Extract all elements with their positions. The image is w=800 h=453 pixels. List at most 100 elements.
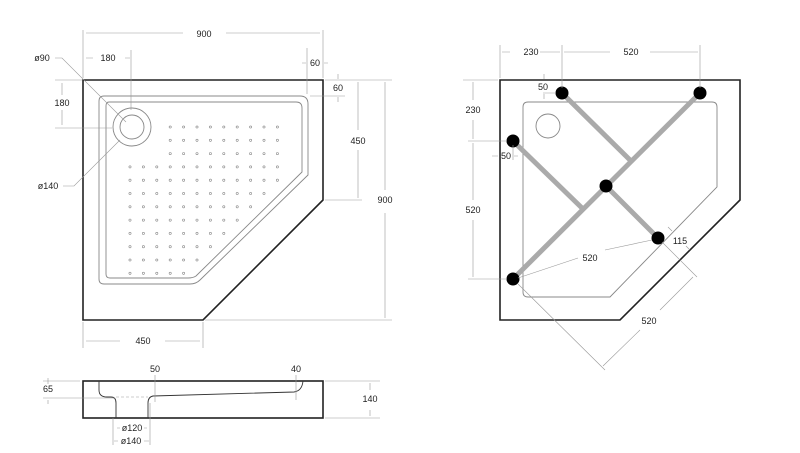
foot [506,134,520,148]
dim-rim-y: 60 [333,83,343,93]
anti-slip-dot [182,165,186,169]
anti-slip-dot [275,165,279,169]
anti-slip-dot [155,165,159,169]
dim-drain-inner: ø90 [34,53,50,63]
anti-slip-dot [222,231,226,235]
anti-slip-dot [141,218,145,222]
dim-drain-y: 180 [54,98,69,108]
anti-slip-dot [222,205,226,209]
drain-circle [535,113,561,139]
anti-slip-dot [262,192,266,195]
dim-65: 65 [43,384,53,394]
anti-slip-dot [128,271,132,275]
top-view: 900 180 180 60 60 450 900 450 ø90 ø140 [34,29,393,348]
anti-slip-dot [208,192,212,195]
drain-inner [119,114,145,140]
dim-diag: 520 [582,253,597,263]
dim-top-left: 230 [523,47,538,57]
frame-view: 230 520 230 520 50 50 520 115 520 [463,45,741,371]
anti-slip-dot [168,192,172,195]
anti-slip-dot [235,125,239,129]
anti-slip-dot [222,178,226,182]
foot [651,231,665,245]
anti-slip-dot [128,245,132,249]
dim-d120: ø120 [122,423,143,433]
anti-slip-dot [275,138,279,142]
frame-bar [560,91,632,162]
anti-slip-dot [128,192,132,195]
anti-slip-dots [128,125,279,275]
dim-50: 50 [150,364,160,374]
anti-slip-dot [222,192,226,195]
anti-slip-dot [155,192,159,195]
dim-140: 140 [362,394,377,404]
anti-slip-dot [141,271,145,275]
anti-slip-dot [249,178,253,182]
anti-slip-dot [235,165,239,169]
dim-side-right: 450 [350,136,365,146]
anti-slip-dot [168,231,172,235]
dim-bottom-diag: 520 [641,316,656,326]
anti-slip-dot [141,165,145,169]
dim-left-span: 520 [465,205,480,215]
frame-bar [604,184,660,240]
anti-slip-dot [155,258,159,262]
dim-foot-offset-top: 50 [538,82,548,92]
dim-foot-offset-left: 50 [501,151,511,161]
side-view: 65 50 40 140 ø120 ø140 [43,364,380,446]
anti-slip-dot [249,165,253,169]
dim-height: 900 [377,195,392,205]
anti-slip-dot [182,192,186,195]
drain-outer [112,107,152,147]
dim-drain-outer: ø140 [38,181,59,191]
anti-slip-dot [208,152,212,156]
anti-slip-dot [168,178,172,182]
anti-slip-dot [195,231,199,235]
anti-slip-dot [275,125,279,129]
anti-slip-dot [208,231,212,235]
anti-slip-dot [208,245,212,249]
anti-slip-dot [222,165,226,169]
foot [555,86,569,100]
anti-slip-dot [262,125,266,129]
anti-slip-dot [128,231,132,235]
anti-slip-dot [168,218,172,222]
anti-slip-dot [141,245,145,249]
anti-slip-dot [195,205,199,209]
anti-slip-dot [128,258,132,262]
anti-slip-dot [222,218,226,222]
anti-slip-dot [128,218,132,222]
anti-slip-dot [235,205,239,209]
anti-slip-dot [195,165,199,169]
anti-slip-dot [155,218,159,222]
anti-slip-dot [208,205,212,209]
anti-slip-dot [235,192,239,195]
side-outline [82,380,324,419]
anti-slip-dot [168,138,172,142]
anti-slip-dot [155,245,159,249]
anti-slip-dot [208,165,212,169]
anti-slip-dot [168,152,172,156]
anti-slip-dot [168,245,172,249]
anti-slip-dot [128,205,132,209]
dim-top-span: 520 [623,47,638,57]
anti-slip-dot [128,178,132,182]
anti-slip-dot [168,271,172,275]
anti-slip-dot [222,138,226,142]
dim-side-bottom: 450 [135,336,150,346]
tray-rim [98,95,309,285]
anti-slip-dot [182,258,186,262]
anti-slip-dot [182,271,186,275]
dim-40: 40 [291,364,301,374]
anti-slip-dot [155,178,159,182]
dim-left-top: 230 [465,105,480,115]
foot [506,272,520,286]
foot [599,179,613,193]
anti-slip-dot [249,205,253,209]
anti-slip-dot [249,138,253,142]
anti-slip-dot [208,125,212,129]
anti-slip-dot [235,138,239,142]
anti-slip-dot [182,138,186,142]
anti-slip-dot [262,138,266,142]
anti-slip-dot [182,178,186,182]
